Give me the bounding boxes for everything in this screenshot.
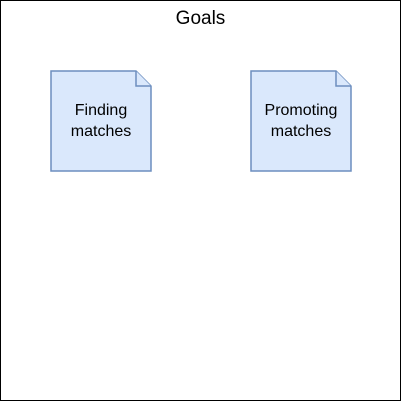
note-shape [50,70,152,172]
diagram-title: Goals [175,8,226,29]
note-finding-matches[interactable]: Finding matches [50,70,152,172]
note-label: Finding matches [70,102,132,140]
note-shape [250,70,352,172]
note-label: Promoting matches [264,102,338,140]
note-promoting-matches[interactable]: Promoting matches [250,70,352,172]
